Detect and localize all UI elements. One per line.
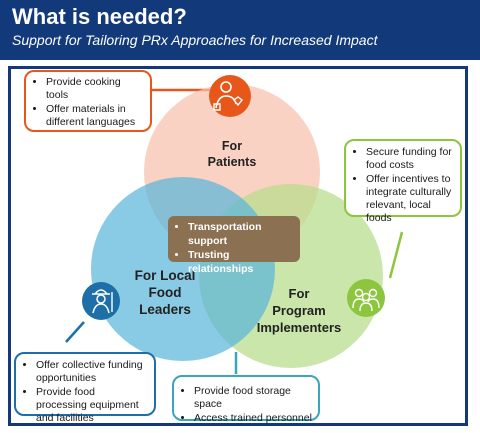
- callout-item: Offer materials in different languages: [46, 103, 144, 129]
- farmer-icon: [82, 282, 120, 320]
- implementers-label-line1: For: [288, 286, 310, 301]
- patients-label-line1: For: [221, 139, 243, 153]
- diagram-frame: [8, 66, 468, 426]
- page-title: What is needed?: [12, 4, 187, 29]
- implementers-callout: Secure funding for food costs Offer ince…: [344, 139, 462, 224]
- callout-item: Secure funding for food costs: [366, 146, 454, 172]
- callout-item: Provide cooking tools: [46, 76, 144, 102]
- implementers-label-line2: Program: [272, 303, 326, 318]
- leaders-callout: Offer collective funding opportunities P…: [14, 352, 156, 424]
- leaders-label-line1: For Local: [134, 268, 196, 283]
- callout-item: Offer collective funding opportunities: [36, 359, 148, 385]
- leaders-connector-line: [65, 321, 85, 343]
- header-banner: What is needed? Support for Tailoring PR…: [0, 0, 480, 60]
- callout-item: Access trained personnel: [194, 412, 312, 425]
- shared-needs-box: Transportation support Trusting relation…: [168, 216, 300, 275]
- implementers-circle-label: For Program Implementers: [244, 285, 354, 336]
- patient-heart-icon: [209, 75, 251, 117]
- team-people-icon: [347, 279, 385, 317]
- callout-item: Provide food processing equipment and fa…: [36, 386, 148, 425]
- callout-item: Provide food storage space: [194, 385, 312, 411]
- center-item: Transportation support: [188, 220, 294, 248]
- patients-callout: Provide cooking tools Offer materials in…: [24, 70, 152, 132]
- leaders-circle-label: For Local Food Leaders: [110, 267, 220, 318]
- page-subtitle: Support for Tailoring PRx Approaches for…: [12, 32, 378, 48]
- center-item: Trusting relationships: [188, 248, 294, 276]
- leaders-label-line3: Leaders: [139, 302, 191, 317]
- patients-circle-label: For Patients: [172, 138, 292, 170]
- bottom-callout: Provide food storage space Access traine…: [172, 375, 320, 424]
- implementers-label-line3: Implementers: [256, 320, 342, 335]
- leaders-label-line2: Food: [148, 285, 182, 300]
- implementers-connector-line: [388, 231, 404, 279]
- patients-label-line2: Patients: [207, 155, 257, 169]
- callout-item: Offer incentives to integrate culturally…: [366, 173, 454, 225]
